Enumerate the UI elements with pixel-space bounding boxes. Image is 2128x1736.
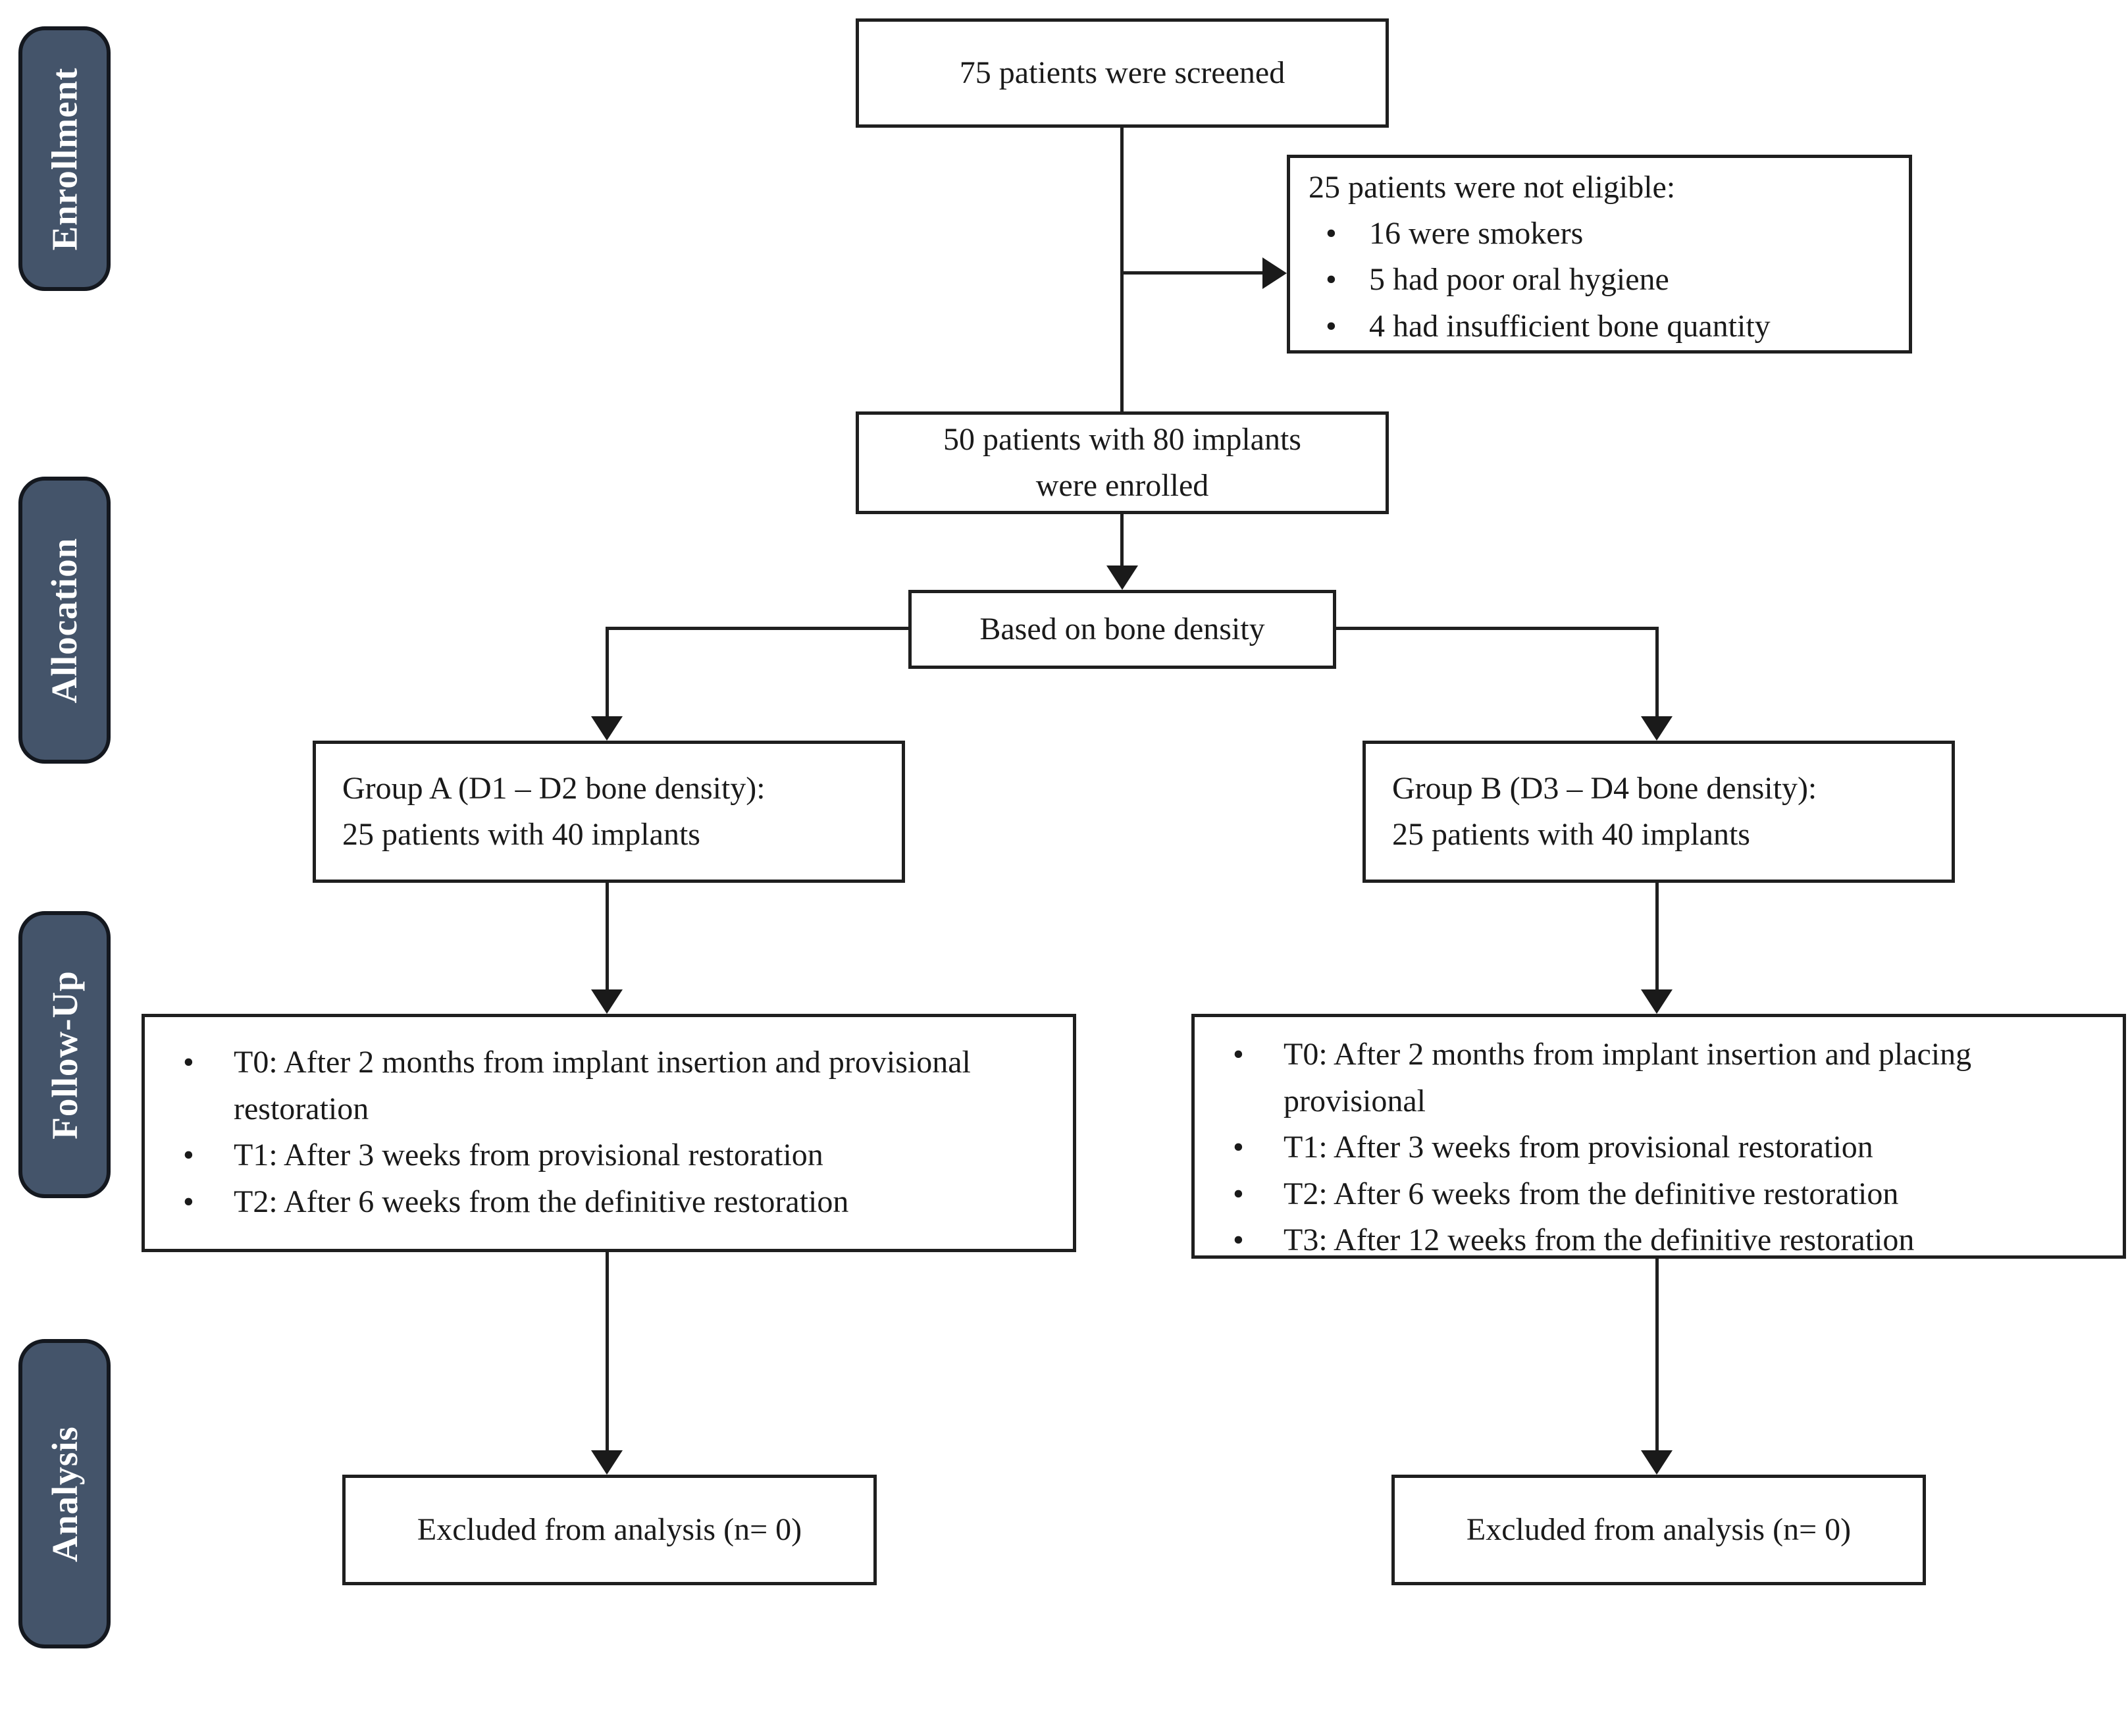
node-screened: 75 patients were screened [856, 18, 1389, 128]
connector-group-a-to-followup [606, 882, 609, 990]
node-enrolled-line2: were enrolled [1035, 468, 1209, 503]
stage-label-followup-text: Follow-Up [44, 970, 85, 1140]
followup-a-item: T1: After 3 weeks from provisional resto… [165, 1132, 1057, 1179]
node-group-b: Group B (D3 – D4 bone density): 25 patie… [1362, 741, 1955, 883]
node-group-a-line2: 25 patients with 40 implants [342, 817, 700, 852]
node-not-eligible-title: 25 patients were not eligible: [1309, 170, 1676, 205]
stage-label-allocation: Allocation [18, 477, 111, 764]
arrowhead-excluded-a [591, 1450, 623, 1475]
connector-down-to-group-b [1655, 627, 1659, 718]
arrowhead-group-a [591, 716, 623, 741]
connector-followup-b-to-analysis [1655, 1257, 1659, 1451]
node-followup-b: T0: After 2 months from implant insertio… [1191, 1014, 2126, 1263]
connector-enrolled-to-allocation [1120, 513, 1124, 567]
connector-allocation-right [1336, 627, 1659, 630]
stage-label-analysis: Analysis [18, 1339, 111, 1648]
followup-b-list: T0: After 2 months from implant insertio… [1214, 1032, 2107, 1264]
arrowhead-allocation [1106, 566, 1138, 590]
node-enrolled-line1: 50 patients with 80 implants [943, 422, 1301, 458]
node-allocation-rule: Based on bone density [908, 590, 1336, 669]
arrowhead-group-b [1641, 716, 1673, 741]
connector-screened-to-enrolled [1120, 127, 1124, 411]
node-excluded-a-text: Excluded from analysis (n= 0) [417, 1512, 802, 1548]
node-allocation-rule-text: Based on bone density [979, 612, 1265, 647]
followup-b-item: T3: After 12 weeks from the definitive r… [1214, 1217, 2107, 1264]
connector-followup-a-to-analysis [606, 1251, 609, 1451]
followup-a-item: T2: After 6 weeks from the definitive re… [165, 1179, 1057, 1226]
stage-label-enrollment-text: Enrollment [44, 67, 85, 250]
connector-group-b-to-followup [1655, 882, 1659, 990]
stage-label-enrollment: Enrollment [18, 26, 111, 291]
node-enrolled: 50 patients with 80 implants were enroll… [856, 411, 1389, 514]
followup-a-item: T0: After 2 months from implant insertio… [165, 1039, 1057, 1132]
followup-b-item: T0: After 2 months from implant insertio… [1214, 1032, 2107, 1124]
arrowhead-followup-a [591, 989, 623, 1014]
stage-label-allocation-text: Allocation [44, 537, 85, 703]
connector-down-to-group-a [606, 627, 609, 718]
followup-b-item: T2: After 6 weeks from the definitive re… [1214, 1171, 2107, 1218]
followup-a-list: T0: After 2 months from implant insertio… [165, 1039, 1057, 1225]
not-eligible-list: 16 were smokers 5 had poor oral hygiene … [1309, 211, 1893, 350]
arrowhead-followup-b [1641, 989, 1673, 1014]
connector-branch-to-not-eligible [1122, 271, 1264, 275]
node-group-b-line1: Group B (D3 – D4 bone density): [1392, 771, 1817, 806]
stage-label-analysis-text: Analysis [44, 1425, 85, 1562]
node-group-a-line1: Group A (D1 – D2 bone density): [342, 771, 766, 806]
node-excluded-b-text: Excluded from analysis (n= 0) [1466, 1512, 1852, 1548]
node-screened-text: 75 patients were screened [959, 55, 1285, 91]
stage-label-followup: Follow-Up [18, 911, 111, 1198]
node-group-b-line2: 25 patients with 40 implants [1392, 817, 1750, 852]
node-group-a: Group A (D1 – D2 bone density): 25 patie… [313, 741, 905, 883]
node-excluded-a: Excluded from analysis (n= 0) [342, 1475, 877, 1585]
not-eligible-item: 16 were smokers [1309, 211, 1893, 257]
followup-b-item: T1: After 3 weeks from provisional resto… [1214, 1124, 2107, 1171]
arrowhead-excluded-b [1641, 1450, 1673, 1475]
not-eligible-item: 4 had insufficient bone quantity [1309, 303, 1893, 350]
arrowhead-not-eligible [1262, 257, 1287, 289]
connector-allocation-left [607, 627, 910, 630]
node-followup-a: T0: After 2 months from implant insertio… [142, 1014, 1076, 1252]
node-excluded-b: Excluded from analysis (n= 0) [1391, 1475, 1926, 1585]
not-eligible-item: 5 had poor oral hygiene [1309, 257, 1893, 303]
node-not-eligible: 25 patients were not eligible: 16 were s… [1287, 155, 1912, 354]
